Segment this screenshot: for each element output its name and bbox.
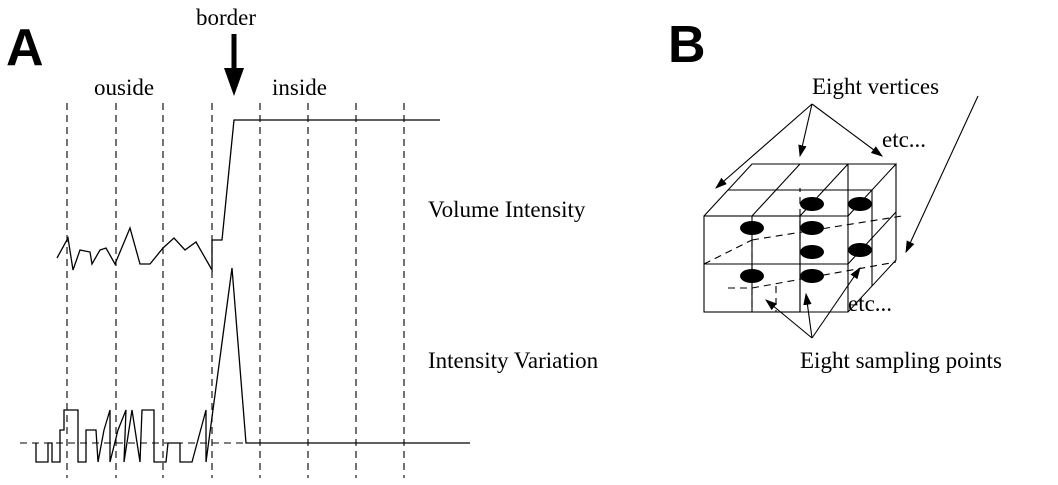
intensity-variation-curve	[35, 267, 470, 463]
border-label: border	[196, 5, 256, 30]
sampling-point	[800, 269, 824, 283]
intensity-variation-label: Intensity Variation	[428, 348, 599, 373]
sampling-point	[848, 243, 872, 257]
panel-b-letter: B	[668, 16, 706, 74]
sampling-point	[800, 221, 824, 235]
sampling-point-arrows	[765, 267, 861, 339]
outside-label: ouside	[94, 75, 154, 100]
eight-sampling-points-label: Eight sampling points	[800, 348, 1002, 373]
eight-vertices-label: Eight vertices	[812, 74, 939, 99]
sample-grid-lines	[66, 103, 405, 478]
panel-a-letter: A	[6, 19, 44, 77]
sampling-point	[800, 245, 824, 259]
panel-b: B Eight vertices etc... etc... Eight sam…	[668, 16, 1002, 373]
inside-label: inside	[272, 75, 327, 100]
etc-bottom-label: etc...	[848, 291, 892, 316]
vertex-arrows	[715, 95, 979, 254]
sampling-point	[800, 197, 824, 211]
border-arrow	[224, 34, 244, 96]
etc-top-label: etc...	[882, 127, 926, 152]
panel-a: A border ouside inside Volume Intensity …	[6, 5, 599, 478]
volume-intensity-label: Volume Intensity	[428, 197, 586, 222]
sampling-points	[740, 197, 872, 283]
volume-intensity-curve	[56, 119, 440, 273]
sampling-point	[740, 221, 764, 235]
sampling-point	[740, 269, 764, 283]
sampling-point	[848, 197, 872, 211]
voxel-grid	[703, 163, 903, 313]
